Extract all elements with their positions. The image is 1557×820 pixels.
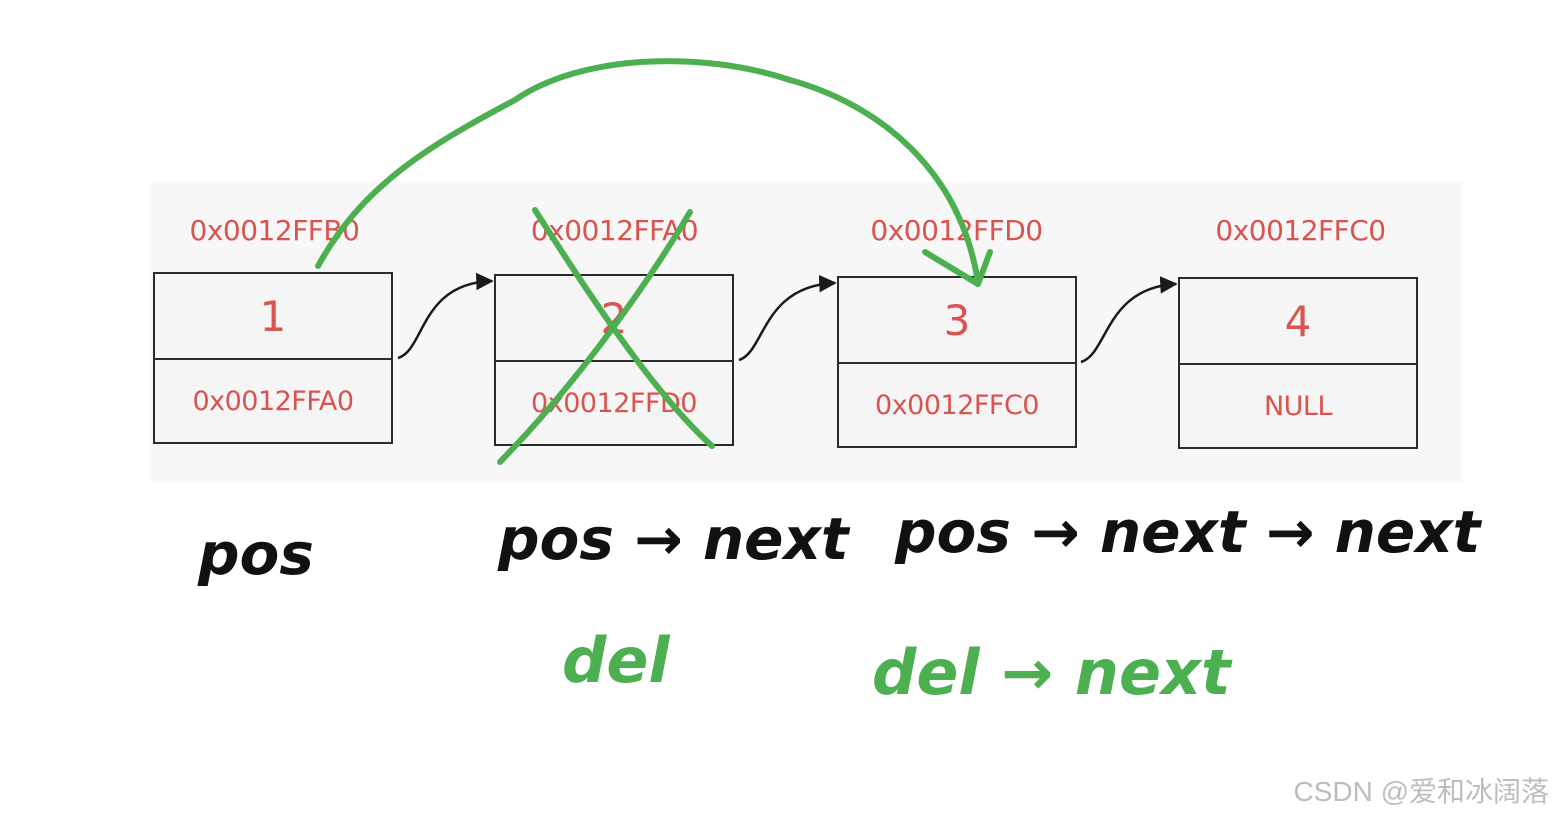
node-4-value: 4 <box>1180 279 1416 365</box>
node-1: 1 0x0012FFA0 <box>153 272 393 444</box>
label-pos: pos <box>198 520 314 588</box>
node-3-value: 3 <box>839 278 1075 364</box>
node-1-value: 1 <box>155 274 391 360</box>
node-3: 3 0x0012FFC0 <box>837 276 1077 448</box>
label-del-next: del → next <box>872 636 1231 709</box>
delete-cross-mark-2 <box>497 209 693 465</box>
delete-cross-mark-1 <box>532 207 715 449</box>
link-arrow-1-2 <box>397 272 494 360</box>
bypass-arc <box>315 58 981 285</box>
node-1-next-pointer: 0x0012FFA0 <box>192 385 354 417</box>
link-arrow-2-3 <box>738 274 837 362</box>
bypass-arrowhead <box>922 249 993 287</box>
link-arrow-3-4 <box>1080 276 1178 364</box>
node-4: 4 NULL <box>1178 277 1418 449</box>
label-pos-next: pos → next <box>498 505 849 573</box>
label-pos-next-next: pos → next → next <box>895 498 1481 566</box>
node-4-address: 0x0012FFC0 <box>1215 214 1386 247</box>
node-4-next-pointer: NULL <box>1263 390 1333 422</box>
node-2: 2 0x0012FFD0 <box>494 274 734 446</box>
label-del: del <box>562 624 670 697</box>
watermark: CSDN @爱和冰阔落 <box>1293 776 1549 807</box>
node-3-next-pointer: 0x0012FFC0 <box>875 389 1039 421</box>
